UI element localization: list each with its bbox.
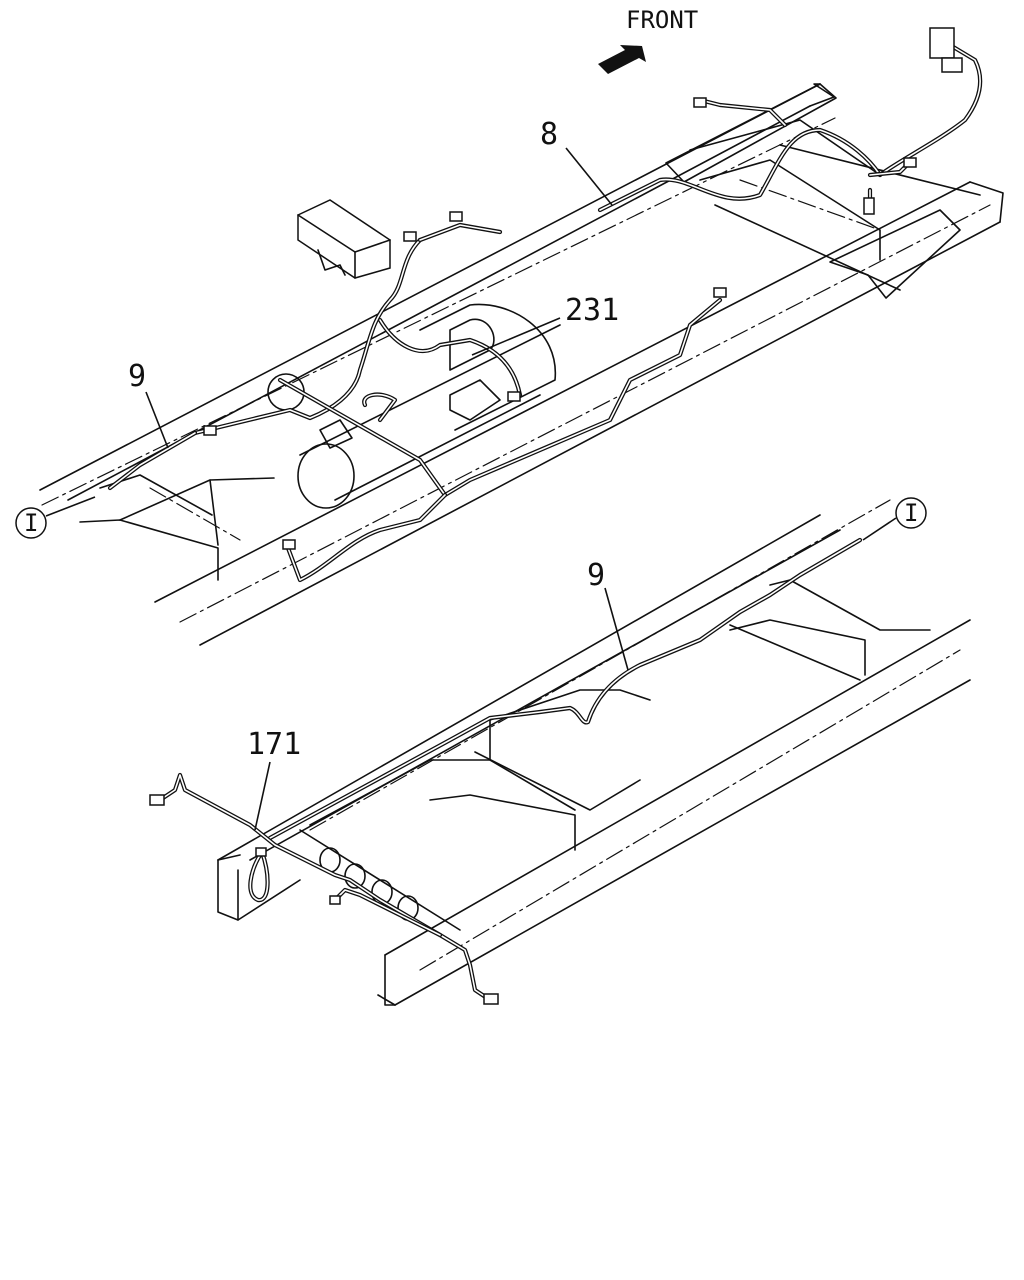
connector-icon (941, 57, 963, 73)
continuation-marker-upper: I (15, 496, 96, 539)
connector-icon (483, 993, 499, 1005)
connector-icon (149, 794, 165, 806)
leader-9-upper (145, 391, 169, 449)
continuation-marker-lower: I (862, 497, 927, 541)
upper-frame (39, 83, 1004, 646)
front-indicator: FRONT (598, 6, 698, 74)
connector-icon (329, 895, 341, 905)
callout-9-lower: 9 (587, 558, 605, 593)
connector-icon (255, 847, 267, 857)
leader-171 (254, 761, 271, 831)
connector-icon (693, 97, 707, 108)
connector-icon (282, 539, 296, 550)
callout-9-upper: 9 (128, 359, 146, 394)
connector-icon (903, 157, 917, 168)
connector-icon (863, 197, 875, 215)
leader-8 (565, 147, 613, 206)
front-arrow-icon (598, 45, 646, 74)
front-label: FRONT (626, 6, 698, 34)
connector-icon (203, 425, 217, 436)
junction-box (297, 199, 391, 279)
callout-231: 231 (565, 293, 619, 328)
leader-231 (471, 317, 561, 356)
upper-connectors (203, 27, 963, 550)
connector-icon (449, 211, 463, 222)
connector-icon (507, 391, 521, 402)
lower-wires (157, 537, 863, 1003)
continuation-upper-label: I (24, 509, 38, 537)
connector-icon (929, 27, 955, 59)
leader-9-lower (604, 587, 629, 671)
connector-icon (713, 287, 727, 298)
continuation-lower-label: I (904, 499, 918, 527)
callout-171: 171 (247, 727, 301, 762)
callout-8: 8 (540, 117, 558, 152)
connector-icon (403, 231, 417, 242)
upper-wires (107, 42, 983, 583)
lower-connectors (149, 794, 499, 1005)
